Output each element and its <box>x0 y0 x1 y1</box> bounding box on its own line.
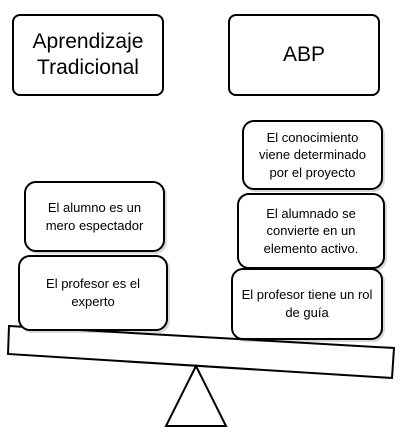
left-card-expert: El profesor es el experto <box>18 255 168 331</box>
abp-header: ABP <box>228 14 380 96</box>
scale-fulcrum <box>164 363 228 427</box>
abp-header-label: ABP <box>282 42 326 66</box>
right-card-guide: El profesor tiene un rol de guía <box>231 268 383 340</box>
right-card-guide-label: El profesor tiene un rol de guía <box>241 287 373 320</box>
traditional-learning-header-label: Aprendizaje Tradicional <box>32 29 144 79</box>
right-card-project: El conocimiento viene determinado por el… <box>242 120 383 190</box>
right-card-active-label: El alumnado se convierte en un elemento … <box>263 205 359 256</box>
scale-beam <box>6 324 396 380</box>
left-card-spectator-label: El alumno es un mero espectador <box>45 199 144 233</box>
left-card-spectator: El alumno es un mero espectador <box>24 181 165 252</box>
traditional-learning-header: Aprendizaje Tradicional <box>12 14 164 96</box>
left-card-expert-label: El profesor es el experto <box>46 276 140 309</box>
right-card-active: El alumnado se convierte en un elemento … <box>237 193 385 269</box>
right-card-project-label: El conocimiento viene determinado por el… <box>259 129 366 180</box>
